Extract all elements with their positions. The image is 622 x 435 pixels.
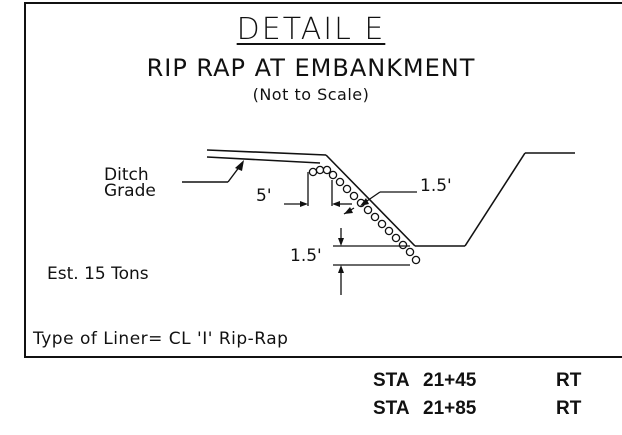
rip-rap-stone <box>405 247 415 257</box>
dim-thickness-arrow-lower <box>344 207 353 214</box>
station-row: STA 21+85 RT <box>373 398 613 426</box>
station-prefix: STA <box>373 370 410 391</box>
station-table: STA 21+45 RT STA 21+85 RT <box>373 370 613 426</box>
embankment-slope-line <box>325 154 416 247</box>
tonnage-estimate: Est. 15 Tons <box>47 264 149 284</box>
ditch-grade-arrowhead <box>235 160 244 171</box>
scale-note: (Not to Scale) <box>252 85 370 104</box>
station-side: RT <box>556 398 582 419</box>
dim-thickness-label: 1.5' <box>420 176 452 196</box>
station-prefix: STA <box>373 398 410 419</box>
rip-rap-stone <box>308 167 318 177</box>
ditch-grade-label: Ditch Grade <box>104 165 156 201</box>
liner-type-label: Type of Liner= CL 'I' Rip-Rap <box>33 329 289 349</box>
dim-width-arrow-left <box>300 201 308 207</box>
rip-rap-stone <box>370 212 380 222</box>
rip-rap-stone <box>349 191 359 201</box>
station-side: RT <box>556 370 582 391</box>
dim-depth-arrow-bottom <box>338 265 344 273</box>
dim-width-arrow-right <box>332 201 340 207</box>
rip-rap-stone <box>322 165 332 175</box>
rip-rap-stone <box>391 233 401 243</box>
rip-rap-stone <box>342 184 352 194</box>
rip-rap-stone <box>398 240 408 250</box>
ditch-grade-line-lower <box>206 156 321 164</box>
dim-width-label: 5' <box>256 186 272 206</box>
rip-rap-stone <box>363 205 373 215</box>
detail-frame <box>24 2 622 358</box>
rip-rap-stone <box>384 226 394 236</box>
station-row: STA 21+45 RT <box>373 370 613 398</box>
detail-title: DETAIL E <box>236 12 386 47</box>
rip-rap-stones <box>308 165 421 265</box>
detail-subtitle: RIP RAP AT EMBANKMENT <box>146 54 476 82</box>
rip-rap-stone <box>411 255 421 265</box>
back-slope-line <box>464 152 526 247</box>
rip-rap-stone <box>377 219 387 229</box>
dim-depth-label: 1.5' <box>290 246 322 266</box>
station-value: 21+85 <box>423 398 477 419</box>
rip-rap-stone <box>335 177 345 187</box>
dim-thickness-arrow <box>360 198 369 206</box>
rip-rap-stone <box>328 170 338 180</box>
station-value: 21+45 <box>423 370 477 391</box>
ditch-grade-line-upper <box>206 149 327 156</box>
rip-rap-stone <box>315 165 325 175</box>
dim-depth-arrow-top <box>338 238 344 246</box>
